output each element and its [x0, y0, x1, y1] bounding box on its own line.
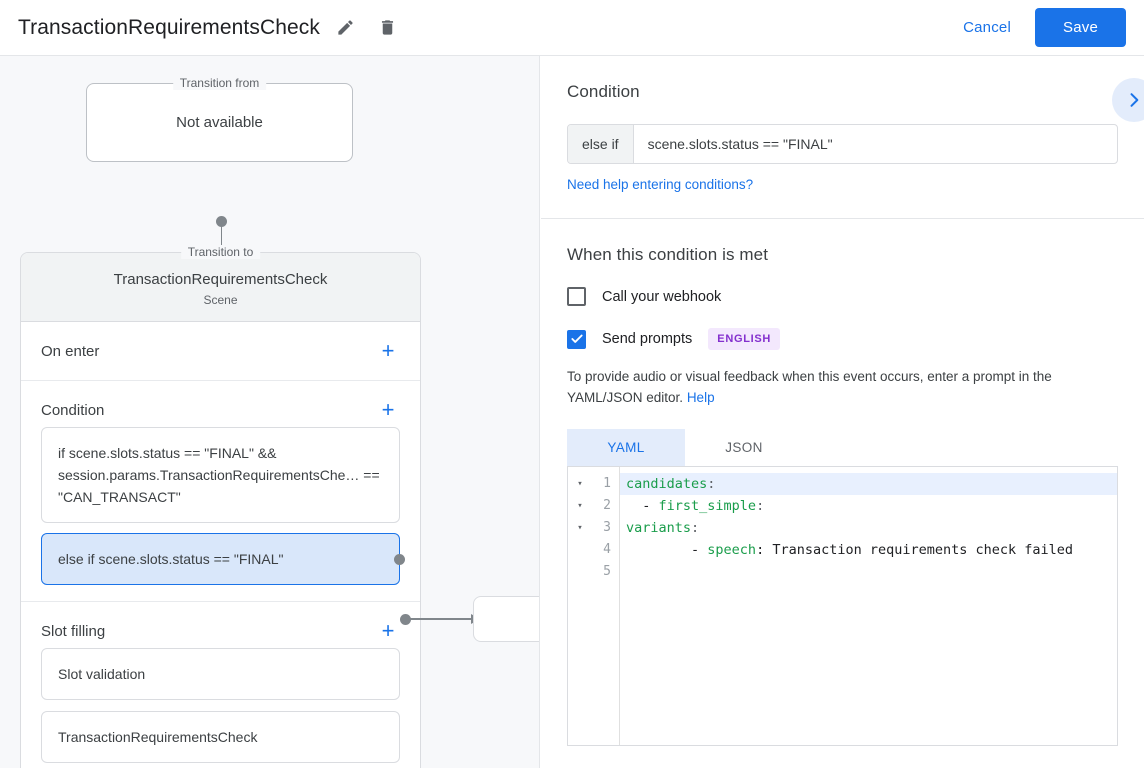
chevron-right-icon[interactable] — [1112, 78, 1144, 122]
editor-gutter-line[interactable]: 4 — [568, 539, 619, 561]
pencil-icon[interactable] — [328, 11, 362, 45]
send-prompts-row[interactable]: Send prompts ENGLISH — [567, 328, 1118, 350]
description-text: To provide audio or visual feedback when… — [567, 369, 1052, 406]
section-title-on-enter: On enter — [41, 342, 100, 360]
save-button[interactable]: Save — [1035, 8, 1126, 47]
editor-code-line[interactable]: variants: — [620, 517, 1117, 539]
details-panel: Condition else if scene.slots.status == … — [541, 56, 1144, 768]
scene-header[interactable]: TransactionRequirementsCheck Scene — [21, 253, 420, 322]
yaml-value: : — [756, 497, 765, 514]
branch-line — [410, 618, 472, 620]
branch-start-dot — [400, 613, 411, 625]
slot-card-transaction-requirements-check[interactable]: TransactionRequirementsCheck — [41, 711, 400, 764]
editor-line-number: 4 — [603, 542, 611, 558]
call-webhook-checkbox[interactable] — [567, 287, 586, 306]
transition-from-card[interactable]: Transition from Not available — [86, 76, 353, 162]
cancel-button[interactable]: Cancel — [963, 19, 1011, 36]
editor-line-number: 2 — [603, 498, 611, 514]
yaml-key: candidates — [626, 475, 708, 492]
when-condition-met-heading: When this condition is met — [567, 245, 769, 264]
tab-yaml[interactable]: YAML — [567, 428, 685, 466]
yaml-value: : — [707, 475, 716, 492]
editor-gutter-line[interactable]: 5 — [568, 561, 619, 583]
editor-format-tabs: YAML JSON — [567, 428, 1118, 466]
section-row-on-enter[interactable]: On enter + — [21, 322, 420, 381]
trash-icon[interactable] — [370, 11, 404, 45]
condition-input-row[interactable]: else if scene.slots.status == "FINAL" — [567, 124, 1118, 164]
condition-heading: Condition — [567, 82, 640, 101]
yaml-key: first_simple — [658, 497, 757, 514]
yaml-value: : — [691, 519, 700, 536]
condition-expression-input[interactable]: scene.slots.status == "FINAL" — [647, 136, 833, 152]
send-prompts-description: To provide audio or visual feedback when… — [567, 366, 1118, 409]
branch-target-card[interactable] — [473, 596, 539, 642]
transition-to-legend: Transition to — [180, 245, 261, 259]
condition-prefix-label: else if — [568, 125, 634, 163]
editor-code-line[interactable] — [620, 561, 1117, 583]
send-prompts-label: Send prompts — [602, 331, 693, 347]
editor-code-line[interactable]: candidates: — [620, 472, 1117, 495]
when-condition-met-section: When this condition is met Call your web… — [541, 219, 1144, 768]
section-title-condition: Condition — [41, 401, 105, 419]
flow-canvas: Transition from Not available Transition… — [0, 56, 540, 768]
fold-triangle-icon[interactable]: ▾ — [577, 522, 583, 533]
condition-help-link[interactable]: Need help entering conditions? — [567, 177, 754, 192]
section-title-slot-filling: Slot filling — [41, 622, 106, 640]
condition-card-if[interactable]: if scene.slots.status == "FINAL" && sess… — [41, 427, 400, 524]
scene-name: TransactionRequirementsCheck — [113, 271, 328, 288]
condition-card-else-if[interactable]: else if scene.slots.status == "FINAL" — [41, 533, 405, 586]
condition-section: Condition else if scene.slots.status == … — [541, 56, 1144, 219]
condition-card-else-if-text: else if scene.slots.status == "FINAL" — [58, 551, 284, 568]
yaml-key: variants — [626, 519, 692, 536]
editor-line-number: 5 — [603, 564, 611, 580]
editor-code-line[interactable]: - speech: Transaction requirements check… — [626, 541, 1074, 558]
app-header: TransactionRequirementsCheck Cancel Save — [0, 0, 1144, 56]
fold-triangle-icon[interactable]: ▾ — [577, 478, 583, 489]
section-row-condition[interactable]: Condition + — [21, 381, 420, 427]
yaml-key: speech — [707, 541, 757, 558]
call-webhook-label: Call your webhook — [602, 288, 722, 305]
slot-card-validation[interactable]: Slot validation — [41, 648, 400, 701]
editor-line-number: 1 — [603, 476, 611, 492]
description-help-link[interactable]: Help — [686, 390, 715, 406]
editor-code-area[interactable]: candidates: - first_simple: variants: - … — [620, 467, 1117, 745]
slot-filling-list: Slot validation TransactionRequirementsC… — [21, 648, 420, 768]
yaml-value: : Transaction requirements check failed — [756, 541, 1074, 558]
add-on-enter-button[interactable]: + — [381, 338, 395, 363]
tab-json[interactable]: JSON — [725, 439, 763, 455]
editor-gutter-line[interactable]: ▾2 — [568, 495, 619, 517]
editor-line-number: 3 — [603, 520, 611, 536]
add-condition-button[interactable]: + — [381, 397, 395, 422]
editor-code-line[interactable]: - first_simple: — [626, 497, 765, 514]
editor-gutter-line[interactable]: ▾1 — [568, 473, 619, 495]
page-title: TransactionRequirementsCheck — [18, 15, 320, 39]
editor-gutter-line[interactable]: ▾3 — [568, 517, 619, 539]
transition-to-card: Transition to TransactionRequirementsChe… — [20, 245, 421, 768]
language-badge: ENGLISH — [708, 328, 781, 350]
section-row-slot-filling[interactable]: Slot filling + — [21, 602, 420, 648]
condition-node-dot — [393, 553, 405, 565]
transition-from-value: Not available — [176, 114, 263, 131]
condition-list: if scene.slots.status == "FINAL" && sess… — [21, 427, 420, 603]
scene-type: Scene — [203, 293, 238, 307]
transition-from-legend: Transition from — [172, 76, 267, 90]
add-slot-filling-button[interactable]: + — [381, 618, 395, 644]
send-prompts-checkbox[interactable] — [567, 329, 586, 349]
webhook-checkbox-row[interactable]: Call your webhook — [567, 287, 1118, 306]
fold-triangle-icon[interactable]: ▾ — [577, 500, 583, 511]
